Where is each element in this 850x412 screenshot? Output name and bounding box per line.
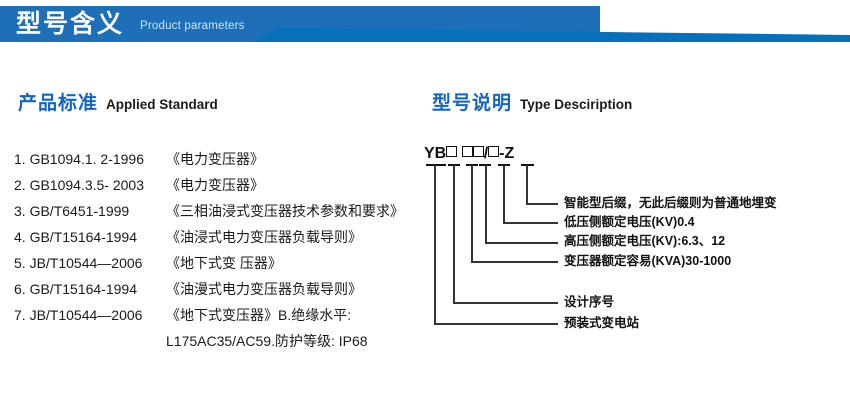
list-item: 6. GB/T15164-1994《油漫式电力变压器负载导则》 <box>14 276 434 302</box>
code-underline-box1 <box>448 164 460 166</box>
standard-index: 5. <box>14 255 26 271</box>
standard-index: 7. <box>14 307 26 323</box>
callout-label-3: 高压侧额定电压(KV):6.3、12 <box>564 234 726 248</box>
code-prefix: YB <box>424 145 447 162</box>
code-box-3 <box>472 146 484 157</box>
code-box-1 <box>446 146 458 157</box>
standard-index: 2. <box>14 177 26 193</box>
standard-code: 6. GB/T15164-1994 <box>14 276 166 302</box>
standard-code: 4. GB/T15164-1994 <box>14 224 166 250</box>
list-item: 4. GB/T15164-1994《油浸式电力变压器负载导则》 <box>14 224 434 250</box>
list-item: 5. JB/T10544—2006《地下式变 压器》 <box>14 250 434 276</box>
leader-vline-6 <box>434 165 436 324</box>
list-item: 2. GB1094.3.5- 2003《电力变压器》 <box>14 172 434 198</box>
leader-vline-2 <box>503 165 505 223</box>
code-underline-box4 <box>498 164 510 166</box>
standard-title: 《地下式变 压器》 <box>166 255 282 271</box>
code-underline-prefix <box>426 164 446 166</box>
standard-code: 7. JB/T10544—2006 <box>14 302 166 328</box>
section-heading-right-cn: 型号说明 <box>432 93 513 114</box>
leader-vline-4 <box>471 165 473 262</box>
type-code-diagram: YB /-Z 智能型后缀，无此后缀则为普通地埋变 低压侧额定电压(KV)0.4 … <box>424 140 850 340</box>
standards-list: 1. GB1094.1. 2-1996《电力变压器》 2. GB1094.3.5… <box>14 146 434 354</box>
leader-hline-4 <box>471 261 558 263</box>
code-suffix: Z <box>504 145 515 162</box>
standard-title: 《电力变压器》 <box>166 177 264 193</box>
standard-code: 2. GB1094.3.5- 2003 <box>14 172 166 198</box>
section-heading-right-en: Type Desciription <box>520 97 633 112</box>
standard-title: 《油漫式电力变压器负载导则》 <box>166 281 362 297</box>
standard-title: 《地下式变压器》B.绝缘水平: <box>166 307 352 323</box>
code-underline-box3 <box>479 164 491 166</box>
standard-title: 《电力变压器》 <box>166 151 264 167</box>
leader-hline-2 <box>503 222 558 224</box>
leader-vline-5 <box>453 165 455 303</box>
callout-label-2: 低压侧额定电压(KV)0.4 <box>564 215 695 229</box>
standard-title: 《三相油浸式变压器技术参数和要求》 <box>166 203 404 219</box>
standard-title: 《油浸式电力变压器负载导则》 <box>166 229 362 245</box>
standard-number: GB/T6451-1999 <box>29 203 130 219</box>
standard-number: GB1094.1. 2-1996 <box>29 151 144 167</box>
standard-title-continuation: L175AC35/AC59.防护等级: IP68 <box>166 333 368 349</box>
standard-code: 5. JB/T10544—2006 <box>14 250 166 276</box>
callout-label-4: 变压器额定容易(KVA)30-1000 <box>564 254 732 268</box>
section-heading-applied-standard: 产品标准 Applied Standard <box>18 88 218 115</box>
standard-index: 1. <box>14 151 26 167</box>
leader-hline-1 <box>526 203 558 205</box>
list-item: 3. GB/T6451-1999《三相油浸式变压器技术参数和要求》 <box>14 198 434 224</box>
code-box-2 <box>461 146 473 157</box>
standard-index: 6. <box>14 281 26 297</box>
section-heading-type-description: 型号说明 Type Desciription <box>432 88 632 115</box>
page-header-banner: 型号含义 Product parameters <box>0 0 850 47</box>
code-slash: / <box>483 145 489 162</box>
leader-hline-6 <box>434 323 558 325</box>
standard-number: JB/T10544—2006 <box>29 307 143 323</box>
standard-number: GB1094.3.5- 2003 <box>29 177 144 193</box>
model-code-string: YB /-Z <box>424 145 514 163</box>
code-underline-suffix <box>521 164 534 166</box>
list-item: 1. GB1094.1. 2-1996《电力变压器》 <box>14 146 434 172</box>
code-dash: - <box>499 145 505 162</box>
code-box-4 <box>488 146 500 157</box>
leader-vline-1 <box>526 165 528 204</box>
banner-title-cn: 型号含义 <box>16 10 125 38</box>
section-heading-left-en: Applied Standard <box>106 97 218 112</box>
leader-hline-3 <box>485 242 558 244</box>
standard-number: GB/T15164-1994 <box>29 229 137 245</box>
standard-code: 3. GB/T6451-1999 <box>14 198 166 224</box>
standard-number: JB/T10544—2006 <box>29 255 143 271</box>
standard-index: 3. <box>14 203 26 219</box>
banner-title-en: Product parameters <box>140 20 245 32</box>
standard-index: 4. <box>14 229 26 245</box>
section-heading-left-cn: 产品标准 <box>18 93 99 114</box>
callout-label-5: 设计序号 <box>564 295 615 309</box>
list-item: 7. JB/T10544—2006《地下式变压器》B.绝缘水平: <box>14 302 434 328</box>
callout-label-1: 智能型后缀，无此后缀则为普通地埋变 <box>564 196 777 210</box>
leader-vline-3 <box>485 165 487 243</box>
code-underline-box2 <box>466 164 478 166</box>
standard-number: GB/T15164-1994 <box>29 281 137 297</box>
callout-label-6: 预装式变电站 <box>564 316 640 330</box>
standard-code: 1. GB1094.1. 2-1996 <box>14 146 166 172</box>
leader-hline-5 <box>453 302 558 304</box>
